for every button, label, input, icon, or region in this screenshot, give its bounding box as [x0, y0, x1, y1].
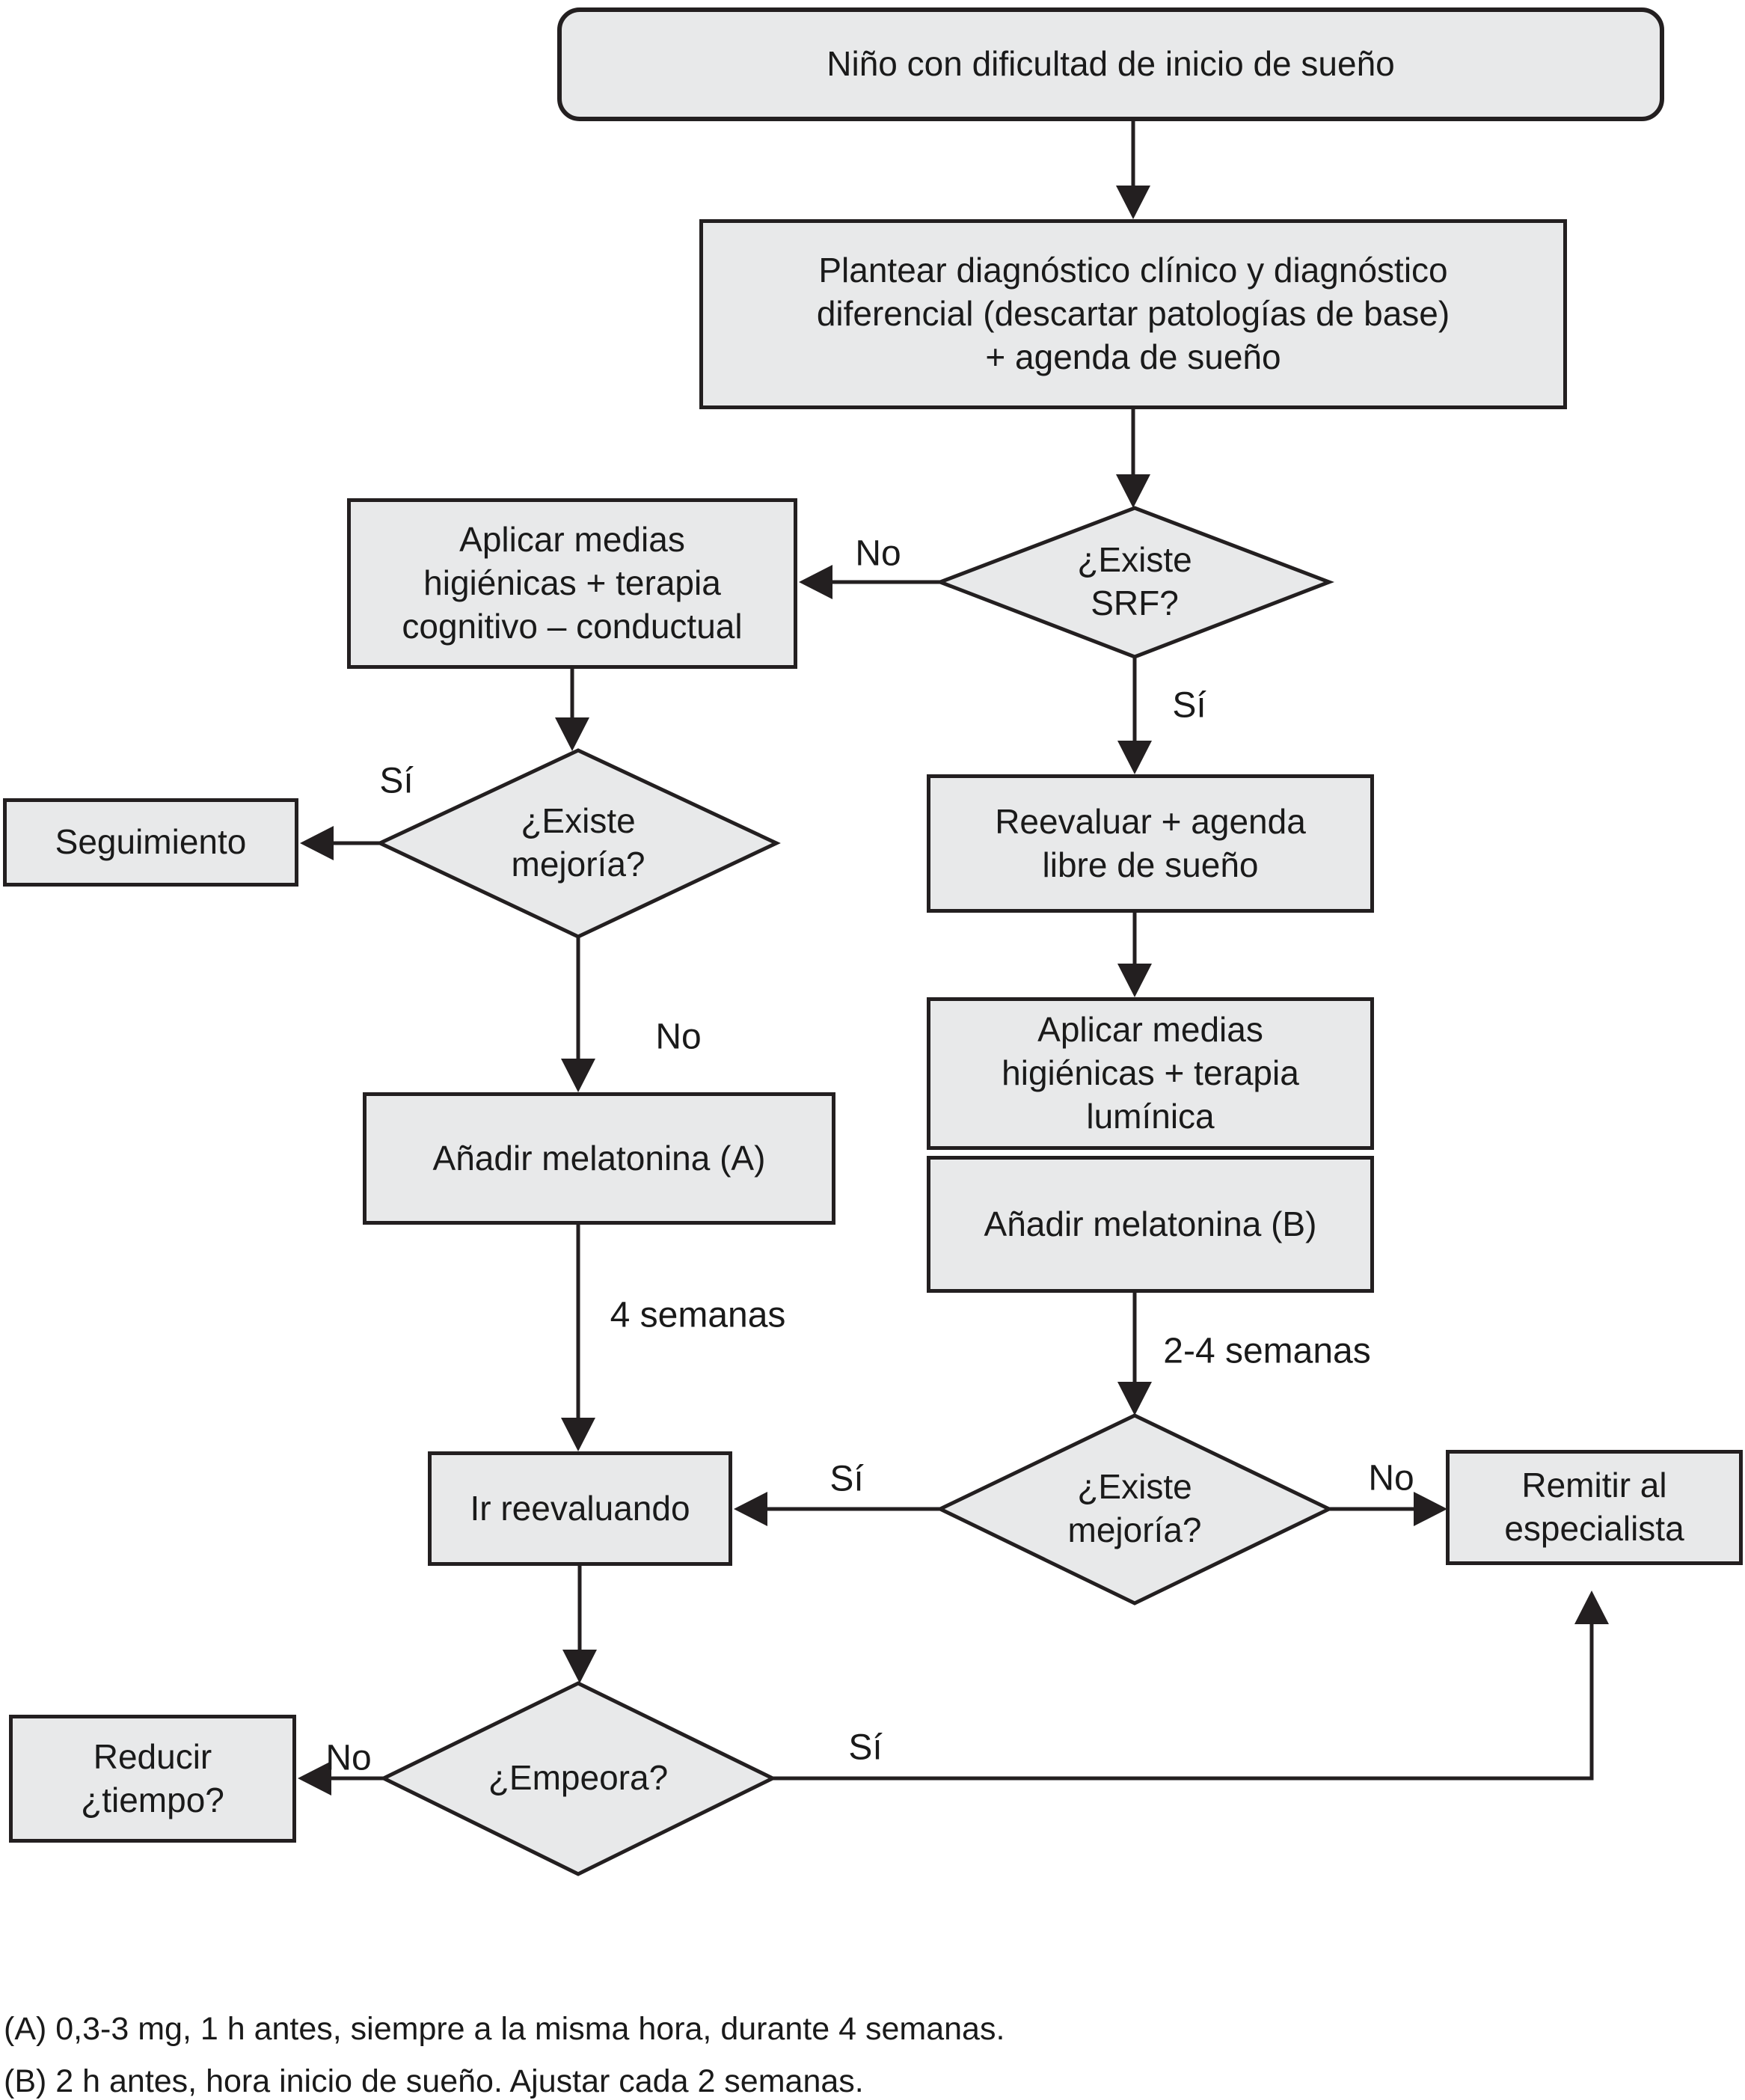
- edge-empeora-remitir: [773, 1622, 1594, 1781]
- arrowhead-down-icon: [555, 717, 589, 751]
- diamond-label-existe-mejoria-1: ¿Existe mejoría?: [511, 801, 645, 884]
- arrowhead-right-icon: [1414, 1492, 1447, 1526]
- node-medidas-luminica: Aplicar medias higiénicas + terapia lumí…: [927, 997, 1374, 1150]
- edge-label-no-empeora: No: [325, 1738, 372, 1778]
- diamond-existe-mejoria-1: [375, 748, 781, 939]
- arrowhead-down-icon: [1116, 474, 1150, 508]
- arrowhead-left-icon: [300, 826, 334, 860]
- arrowhead-down-icon: [1117, 964, 1152, 997]
- edge-label-si-empeora: Sí: [848, 1727, 883, 1768]
- arrowhead-down-icon: [561, 1418, 595, 1451]
- node-melatonina-b: Añadir melatonina (B): [927, 1156, 1374, 1293]
- arrowhead-up-icon: [1574, 1591, 1609, 1624]
- diamond-label-existe-mejoria-2: ¿Existe mejoría?: [1067, 1467, 1202, 1549]
- node-diagnostico: Plantear diagnóstico clínico y diagnósti…: [699, 219, 1567, 409]
- arrowhead-down-icon: [1117, 741, 1152, 774]
- edge-label-si-mejoria-1: Sí: [379, 761, 414, 801]
- diamond-existe-srf: [935, 506, 1334, 659]
- node-remitir-especialista: Remitir al especialista: [1446, 1450, 1743, 1565]
- node-melatonina-a: Añadir melatonina (A): [363, 1092, 835, 1225]
- edge-label-si-mejoria-2: Sí: [829, 1459, 864, 1499]
- arrowhead-left-icon: [799, 565, 832, 599]
- diamond-empeora: [379, 1681, 777, 1876]
- arrowhead-left-icon: [298, 1761, 331, 1796]
- node-ir-reevaluando: Ir reevaluando: [428, 1451, 732, 1566]
- diamond-existe-mejoria-2: [936, 1413, 1334, 1605]
- node-reducir-tiempo: Reducir ¿tiempo?: [9, 1715, 296, 1843]
- arrowhead-down-icon: [1116, 186, 1150, 219]
- footnote-a: (A) 0,3-3 mg, 1 h antes, siempre a la mi…: [4, 2011, 1005, 2047]
- edge-label-no-mejoria-1: No: [655, 1017, 702, 1057]
- arrowhead-down-icon: [562, 1650, 597, 1683]
- arrowhead-left-icon: [734, 1492, 767, 1526]
- edge-label-4-semanas: 4 semanas: [610, 1295, 786, 1335]
- footnote-b: (B) 2 h antes, hora inicio de sueño. Aju…: [4, 2063, 864, 2099]
- diamond-label-existe-srf: ¿Existe SRF?: [1077, 540, 1192, 622]
- arrowhead-down-icon: [1117, 1382, 1152, 1415]
- arrowhead-down-icon: [561, 1059, 595, 1092]
- node-seguimiento: Seguimiento: [3, 798, 298, 887]
- edge-label-no-srf: No: [855, 533, 901, 574]
- edge-label-no-mejoria-2: No: [1368, 1458, 1414, 1499]
- node-reevaluar: Reevaluar + agenda libre de sueño: [927, 774, 1374, 913]
- node-start: Niño con dificultad de inicio de sueño: [557, 7, 1664, 121]
- edge-label-si-srf: Sí: [1172, 685, 1206, 726]
- edge-label-2-4-semanas: 2-4 semanas: [1163, 1331, 1371, 1371]
- node-medidas-cognitivo: Aplicar medias higiénicas + terapia cogn…: [347, 498, 797, 669]
- diamond-label-empeora: ¿Empeora?: [488, 1758, 669, 1798]
